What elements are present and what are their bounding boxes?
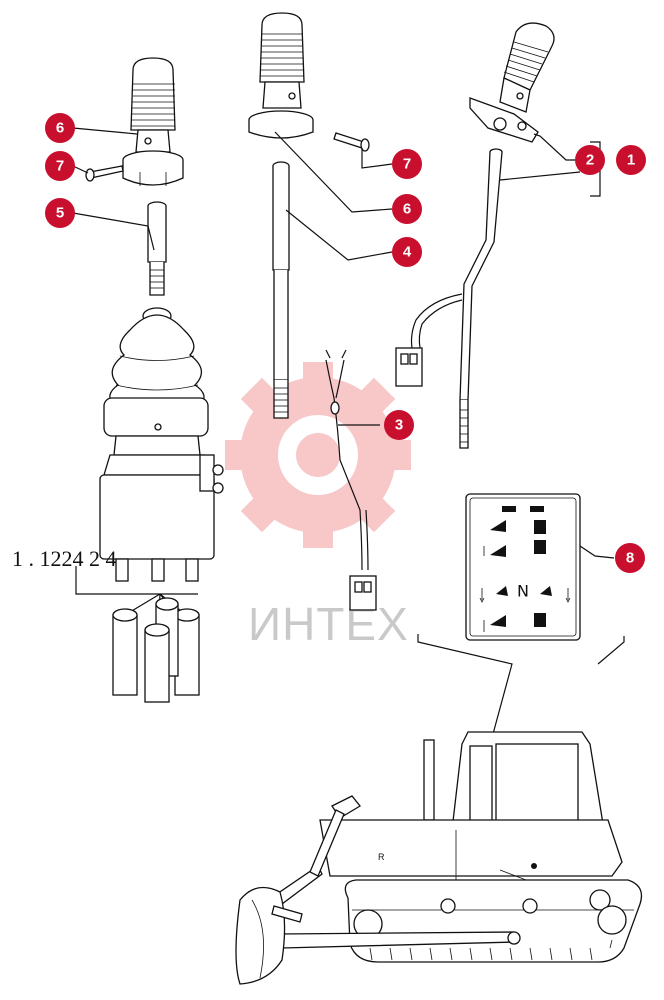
callout-3[interactable]: 3 (384, 410, 414, 440)
svg-text:2: 2 (586, 152, 594, 169)
right-lever-rod (395, 148, 503, 449)
wiring-harness (325, 349, 377, 611)
right-lever-handle (469, 22, 555, 143)
callout-6-right[interactable]: 6 (392, 194, 422, 224)
joystick-valve-body (99, 307, 224, 560)
center-screw (333, 132, 370, 152)
callout-8[interactable]: 8 (615, 543, 645, 573)
svg-text:8: 8 (626, 550, 634, 567)
callout-6-left[interactable]: 6 (45, 113, 75, 143)
left-joystick-handle (122, 57, 184, 186)
bulldozer-illustration: R (235, 731, 643, 985)
center-joystick-handle (248, 12, 314, 139)
left-screw (85, 165, 124, 182)
ports (115, 558, 199, 582)
svg-text:R: R (378, 852, 385, 862)
svg-text:6: 6 (56, 120, 64, 137)
svg-text:4: 4 (403, 244, 412, 261)
callout-4[interactable]: 4 (392, 237, 422, 267)
svg-text:7: 7 (56, 158, 64, 175)
svg-text:6: 6 (403, 201, 411, 218)
control-decal-panel: N (465, 493, 581, 641)
callout-7-left[interactable]: 7 (45, 151, 75, 181)
callout-1[interactable]: 1 (616, 145, 646, 175)
neutral-label: N (517, 582, 529, 601)
watermark-gear-logo (225, 362, 411, 548)
callout-2[interactable]: 2 (575, 145, 605, 175)
callout-5[interactable]: 5 (45, 198, 75, 228)
reference-code: 1 . 1224 2 4 (12, 546, 117, 571)
left-shaft (147, 201, 167, 296)
svg-text:5: 5 (56, 205, 64, 222)
svg-text:1: 1 (627, 152, 635, 169)
hose-fittings (75, 566, 200, 703)
svg-text:3: 3 (395, 417, 403, 434)
svg-text:7: 7 (403, 156, 411, 173)
watermark-text: ИНТЕХ (248, 598, 409, 650)
center-rod (272, 161, 290, 419)
callout-7-right[interactable]: 7 (392, 149, 422, 179)
